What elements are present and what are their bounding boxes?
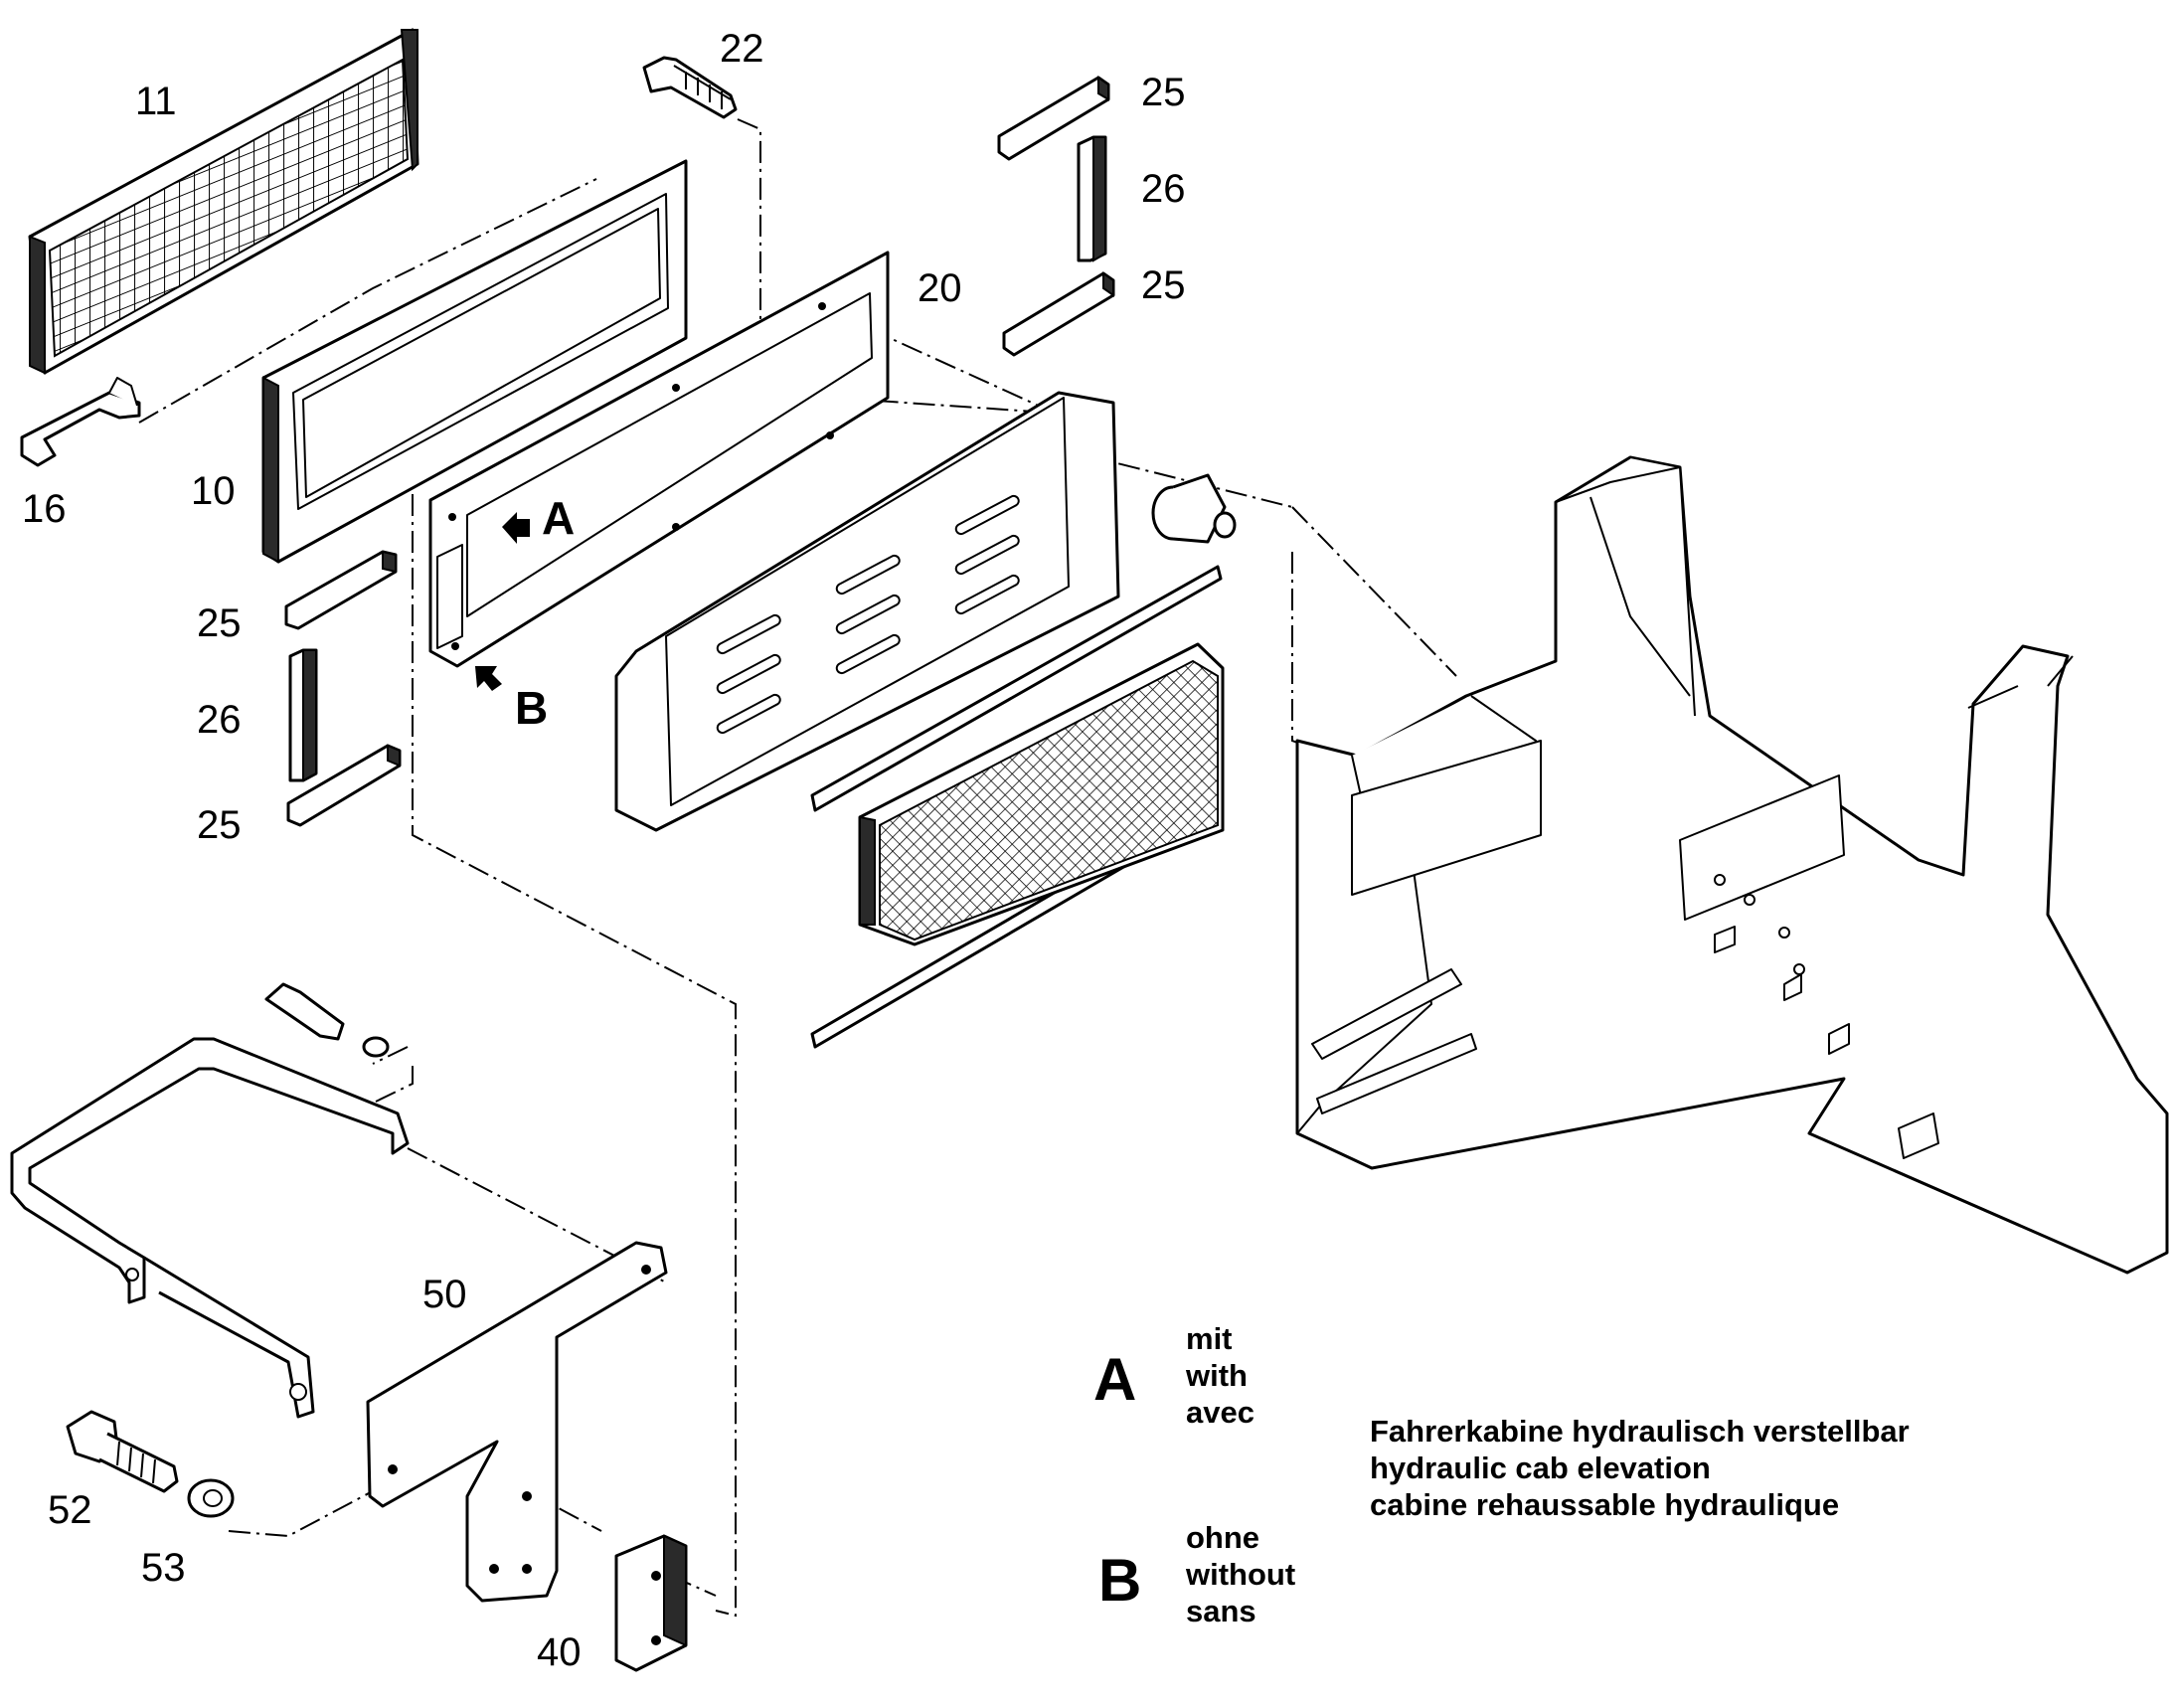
legend-a-line-1: mit [1186, 1321, 1233, 1356]
gasket-plate-part-20 [428, 251, 890, 668]
spacer-pads-top [997, 76, 1115, 357]
block-part-40 [614, 1534, 688, 1672]
legend-b-letter: B [1098, 1547, 1141, 1614]
handle-part-16 [20, 377, 141, 467]
callout-20: 20 [918, 266, 962, 310]
callout-labels: 11 22 25 26 25 20 16 10 25 26 25 50 52 5… [22, 27, 1186, 1674]
callout-11: 11 [135, 80, 177, 123]
t-plate-part-50 [366, 1241, 668, 1603]
support-bracket [10, 1037, 410, 1419]
callout-53: 53 [141, 1546, 186, 1590]
legend-b-line-1: ohne [1186, 1520, 1259, 1555]
strips-and-filter [810, 565, 1225, 1049]
callout-25-top: 25 [1141, 71, 1186, 114]
bolt-part-52 [66, 1410, 179, 1493]
legend-a-line-3: avec [1186, 1395, 1254, 1430]
screw-part-22 [642, 56, 738, 119]
legend-a-letter: A [1093, 1346, 1136, 1413]
louvered-plate [614, 391, 1120, 832]
callout-50: 50 [422, 1273, 467, 1316]
legend-b-line-2: without [1185, 1557, 1295, 1592]
callout-16: 16 [22, 487, 67, 531]
grid-screen-part-11 [28, 28, 419, 375]
caption-line-3: cabine rehaussable hydraulique [1370, 1487, 1839, 1522]
callout-22: 22 [720, 27, 764, 71]
bushing [1151, 473, 1237, 544]
callout-10: 10 [191, 469, 236, 513]
callout-25-left-2: 25 [197, 803, 242, 847]
caption: Fahrerkabine hydraulisch verstellbar hyd… [1370, 1414, 1910, 1522]
bolt-and-washer-small [264, 982, 390, 1058]
callout-40: 40 [537, 1630, 582, 1674]
arrow-a-icon [502, 512, 530, 544]
frame-part-10 [261, 159, 688, 564]
legend: A mit with avec B ohne without sans [1093, 1321, 1295, 1628]
marker-b-label: B [515, 682, 548, 734]
arrow-b-icon [475, 666, 502, 691]
callout-25-left: 25 [197, 601, 242, 645]
callout-25-top-2: 25 [1141, 263, 1186, 307]
caption-line-1: Fahrerkabine hydraulisch verstellbar [1370, 1414, 1910, 1449]
callout-26-top: 26 [1141, 167, 1186, 211]
marker-arrows: A B [475, 492, 575, 734]
cab-frame [1295, 455, 2169, 1275]
legend-a-line-2: with [1185, 1358, 1248, 1393]
callout-52: 52 [48, 1488, 92, 1532]
callout-26-left: 26 [197, 698, 242, 742]
spacer-pads-left [284, 550, 402, 827]
caption-line-2: hydraulic cab elevation [1370, 1451, 1711, 1485]
marker-a-label: A [542, 492, 575, 544]
legend-b-line-3: sans [1186, 1594, 1256, 1628]
washer-part-53 [187, 1478, 235, 1518]
